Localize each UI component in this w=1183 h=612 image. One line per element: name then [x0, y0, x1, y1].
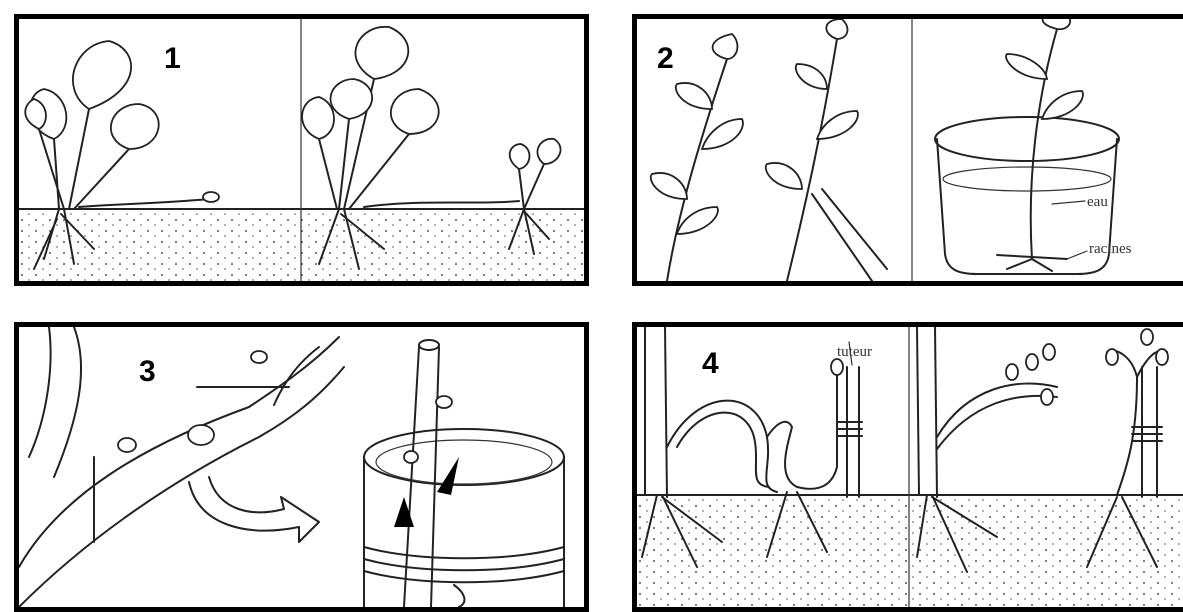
panel-number-1: 1 — [164, 44, 181, 74]
label-water: eau — [1087, 195, 1108, 210]
panel-1-illustration — [19, 19, 584, 281]
panel-2-cutting-in-water: 2 eau racines — [632, 14, 1183, 286]
cutting-in-pot — [364, 340, 564, 607]
beaker — [935, 19, 1119, 274]
panel-4-layering: 4 tuteur — [632, 322, 1183, 612]
branch — [19, 327, 344, 607]
label-stake: tuteur — [837, 345, 872, 360]
panel-3-hardwood-cutting: 3 — [14, 322, 589, 612]
curved-arrow — [189, 477, 319, 542]
panel-3-illustration — [19, 327, 584, 607]
panel-number-3: 3 — [139, 357, 156, 387]
label-roots: racines — [1089, 242, 1131, 257]
panel-1-runner-propagation: 1 — [14, 14, 589, 286]
panel-number-4: 4 — [702, 349, 719, 379]
stem-right-cut — [766, 19, 887, 281]
panel-number-2: 2 — [657, 44, 674, 74]
